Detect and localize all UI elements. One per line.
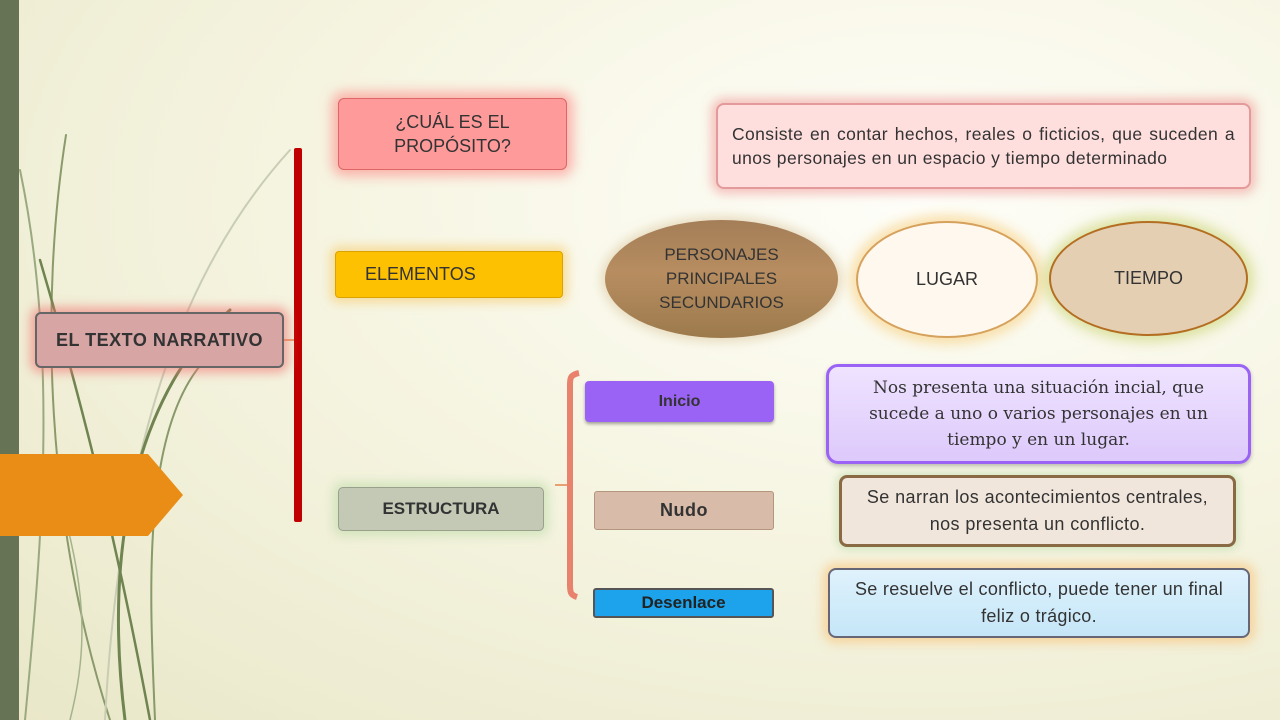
left-side-bar	[0, 0, 19, 720]
desenlace-description-text: Se resuelve el conflicto, puede tener un…	[854, 579, 1224, 626]
node-elementos: ELEMENTOS	[335, 251, 563, 298]
inicio-description-text: Nos presenta una situación incial, que s…	[869, 378, 1208, 450]
node-nudo: Nudo	[594, 491, 774, 530]
node-inicio-description: Nos presenta una situación incial, que s…	[826, 364, 1251, 464]
node-lugar: LUGAR	[856, 221, 1038, 338]
proposito-description-text: Consiste en contar hechos, reales o fict…	[732, 124, 1235, 168]
personajes-line-2: PRINCIPALES	[665, 269, 778, 288]
decorative-arrow-shape	[0, 454, 183, 536]
personajes-line-1: PERSONAJES	[664, 245, 779, 264]
nudo-description-text: Se narran los acontecimientos centrales,…	[866, 487, 1209, 534]
node-desenlace: Desenlace	[593, 588, 774, 618]
main-bracket-connector	[284, 148, 302, 522]
node-nudo-description: Se narran los acontecimientos centrales,…	[839, 475, 1236, 547]
root-node-texto-narrativo: EL TEXTO NARRATIVO	[35, 312, 284, 368]
node-proposito: ¿CUÁL ES EL PROPÓSITO?	[338, 98, 567, 170]
personajes-text: PERSONAJES PRINCIPALES SECUNDARIOS	[659, 243, 784, 315]
node-inicio: Inicio	[585, 381, 774, 422]
node-proposito-description: Consiste en contar hechos, reales o fict…	[716, 103, 1251, 189]
structure-bracket-connector	[555, 370, 580, 600]
personajes-line-3: SECUNDARIOS	[659, 293, 784, 312]
node-estructura: ESTRUCTURA	[338, 487, 544, 531]
node-desenlace-description: Se resuelve el conflicto, puede tener un…	[828, 568, 1250, 638]
node-personajes: PERSONAJES PRINCIPALES SECUNDARIOS	[605, 220, 838, 338]
node-tiempo: TIEMPO	[1049, 221, 1248, 336]
